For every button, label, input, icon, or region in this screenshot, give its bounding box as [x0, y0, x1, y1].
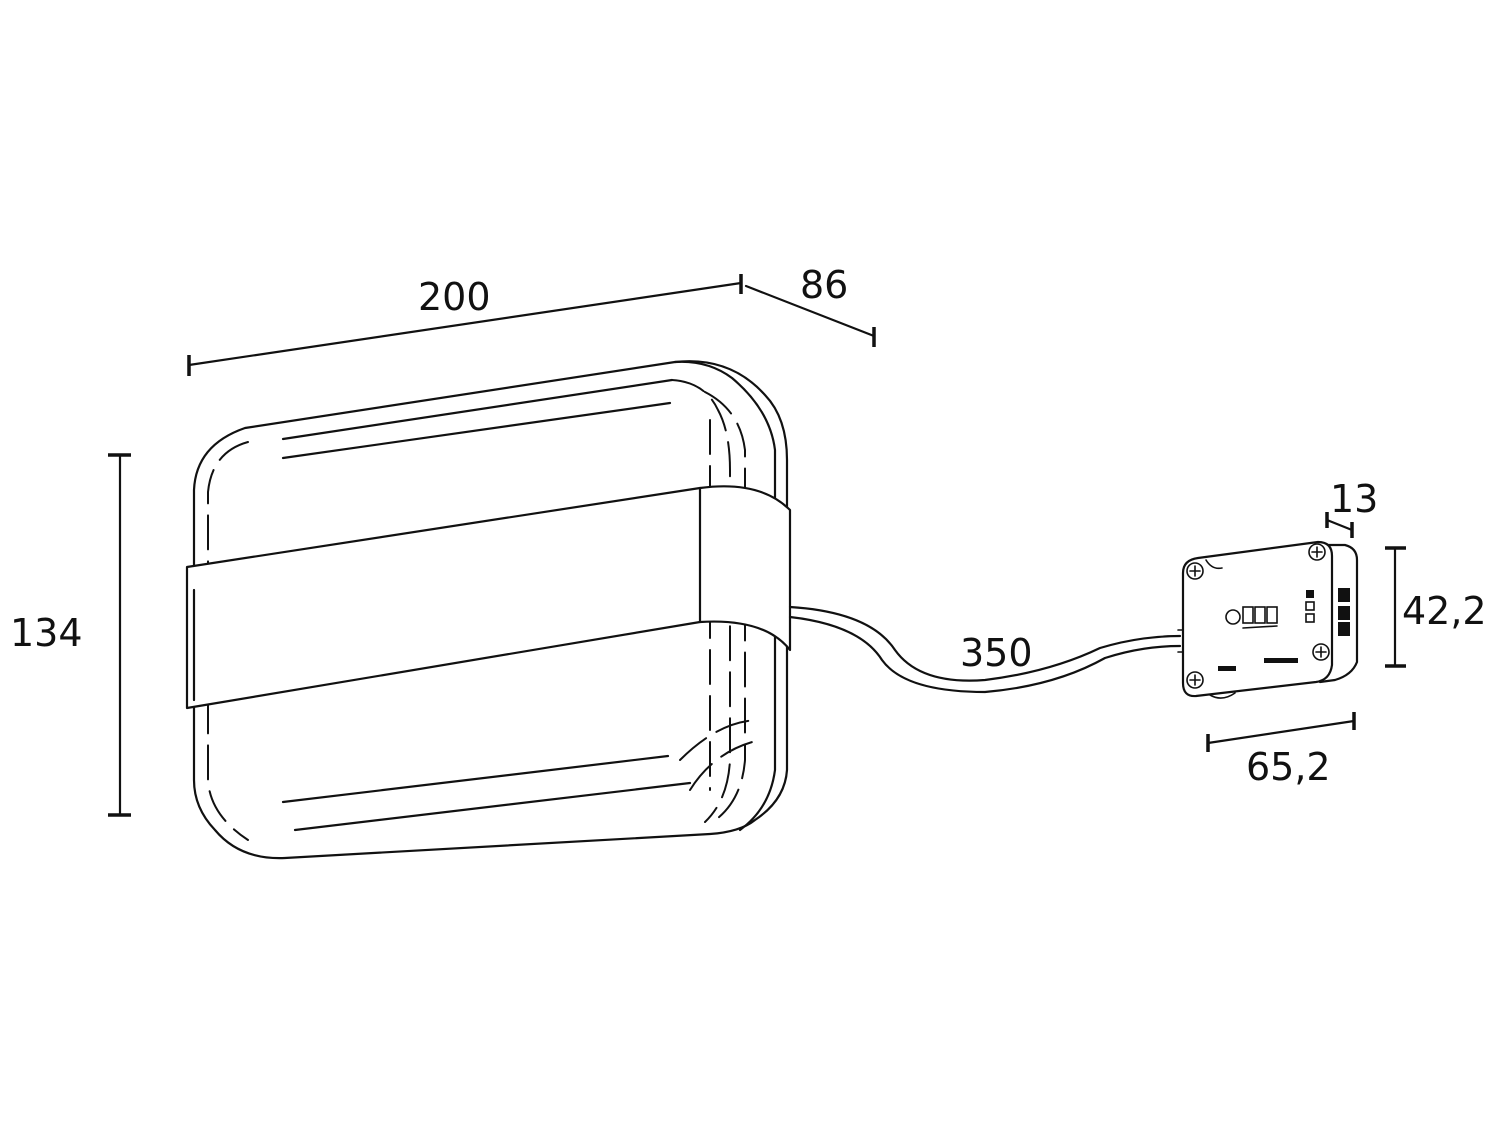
cable-line-bottom	[788, 615, 1182, 694]
dimension-driver-width-label: 65,2	[1246, 745, 1331, 789]
dimension-driver-width: 65,2	[1206, 712, 1356, 789]
lamp-inner-dashed-right-2	[704, 391, 746, 819]
dimension-driver-depth: 13	[1325, 477, 1378, 538]
driver-label-marks-icon	[1305, 588, 1350, 636]
dimension-driver-height: 42,2	[1385, 546, 1487, 668]
screw-icon	[1186, 671, 1204, 689]
dimension-width: 200	[187, 274, 743, 376]
lamp-band	[185, 485, 792, 710]
driver-bottom-foot	[1209, 692, 1236, 699]
driver-print-marks-icon	[1218, 658, 1298, 671]
dimension-driver-height-label: 42,2	[1402, 589, 1487, 633]
lamp-top-line-2	[281, 401, 672, 460]
dimension-width-label: 200	[418, 275, 491, 319]
driver-top-edge	[1205, 559, 1223, 570]
dimension-height-label: 134	[10, 611, 83, 655]
dimension-driver-depth-label: 13	[1330, 477, 1378, 521]
screw-icon	[1186, 562, 1204, 580]
driver-front	[1181, 540, 1334, 698]
driver-cable-stub	[1177, 629, 1184, 653]
lamp-corner-dashed	[679, 719, 761, 761]
driver-logo-icon	[1225, 606, 1278, 629]
lamp-top-line-1	[281, 378, 674, 441]
dimension-depth: 86	[744, 263, 876, 347]
screw-icon	[1312, 643, 1330, 661]
lamp-bottom-line-2	[293, 781, 692, 832]
dimension-height: 134	[10, 453, 131, 817]
lamp-side-edge	[673, 360, 777, 832]
lamp-outline	[192, 360, 789, 860]
lamp-corner-dashed-2	[689, 739, 761, 791]
lamp-bottom-line-1	[281, 754, 670, 804]
cable	[788, 605, 1182, 694]
driver-box	[1177, 540, 1359, 699]
lamp-inner-dashed-right	[671, 379, 731, 823]
dimension-depth-label: 86	[800, 263, 848, 307]
screw-icon	[1308, 543, 1326, 561]
cable-line-top	[788, 605, 1182, 682]
dimension-cable-label: 350	[960, 631, 1033, 675]
lamp-body	[185, 360, 792, 860]
